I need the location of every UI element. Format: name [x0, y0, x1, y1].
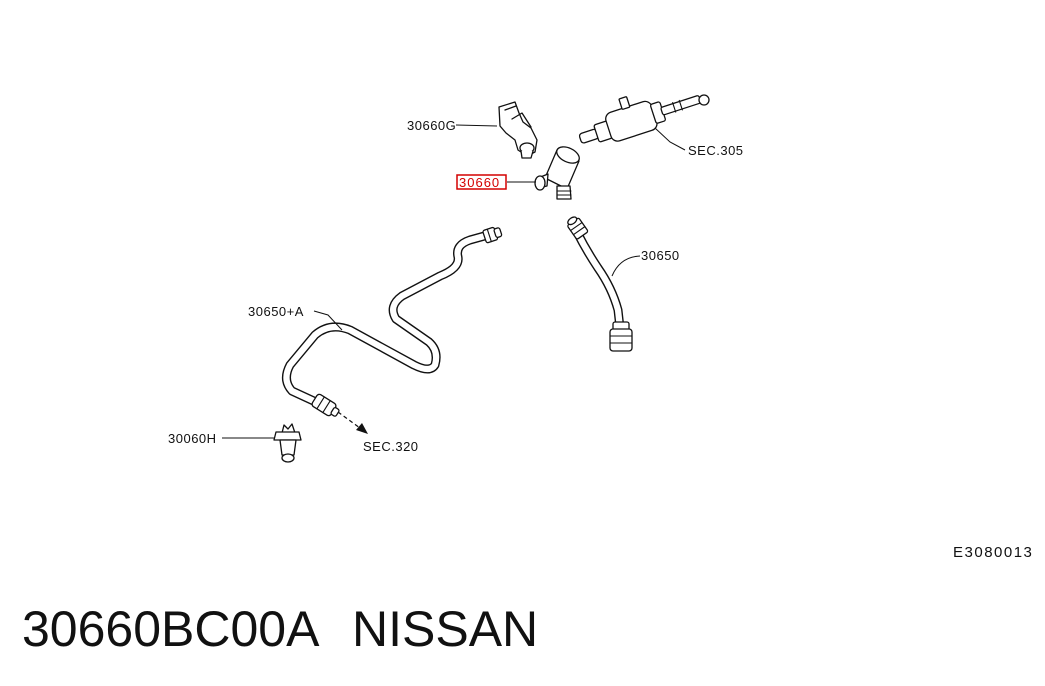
highlight-box [456, 174, 507, 190]
sec-320-arrowhead [356, 423, 368, 434]
canister-top-stub [618, 96, 631, 110]
hose-30650a-part [282, 226, 503, 417]
leader-30650 [611, 255, 641, 277]
canister-end-ring [698, 94, 710, 106]
canister-ring-1 [672, 102, 677, 113]
hose-30650-bottom-connector [609, 321, 633, 352]
callout-30060h: 30060H [168, 431, 217, 446]
fitting-top [556, 146, 580, 164]
hose-30650-top-connector [567, 216, 589, 240]
callout-30650a: 30650+A [248, 304, 304, 319]
hose-30650-part [567, 216, 633, 352]
clip-30660g-part [498, 101, 538, 159]
callout-sec-320: SEC.320 [363, 439, 419, 454]
callout-sec-305: SEC.305 [688, 143, 744, 158]
hose-30650a-core [283, 231, 492, 407]
clip-30060h-base [281, 453, 295, 463]
clip-30660g-edge [504, 105, 532, 128]
sec-305-canister [578, 95, 702, 144]
callout-30660-highlighted: 30660 [459, 175, 500, 190]
clip-30060h-prongs [281, 423, 296, 434]
clip-30060h-part [273, 423, 302, 463]
hose-30650a-bottom-connector [311, 393, 340, 417]
fitting-30660-part [534, 146, 580, 200]
caption-brand: NISSAN [352, 601, 538, 657]
caption-part-number: 30660BC00A [22, 601, 320, 657]
clip-30660g-tip [520, 150, 534, 159]
hose-30650-core [573, 228, 624, 332]
leader-30650a [313, 310, 343, 331]
leader-30660g [455, 124, 498, 127]
fitting-side-ring [534, 175, 546, 191]
callout-30650: 30650 [641, 248, 680, 263]
canister-ring-2 [678, 99, 683, 111]
sec-320-direction-line [337, 411, 361, 429]
figure-code: E3080013 [953, 544, 1033, 561]
clip-30060h-flange [273, 431, 302, 441]
clip-30060h-stem [279, 439, 297, 456]
leader-sec-305 [654, 127, 686, 151]
hose-30650a-top-connector [482, 226, 503, 244]
callout-30660g: 30660G [407, 118, 456, 133]
fitting-spout [556, 185, 572, 200]
